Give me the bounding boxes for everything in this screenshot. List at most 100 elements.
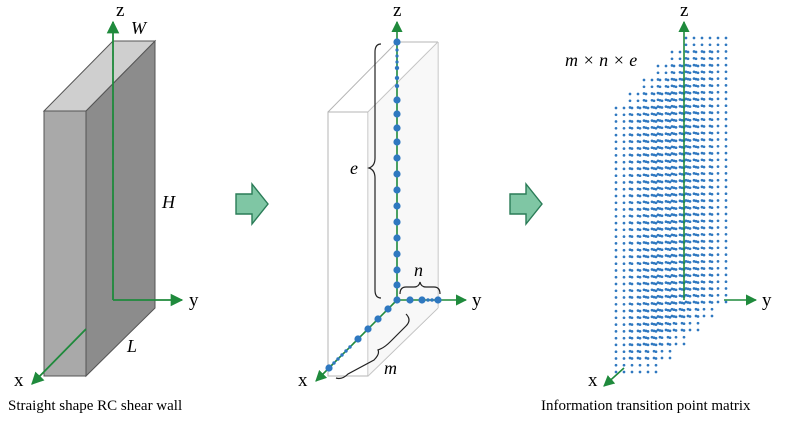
matrix-point: [674, 132, 678, 136]
matrix-point: [646, 194, 650, 198]
matrix-point: [716, 185, 720, 189]
matrix-point: [636, 167, 640, 170]
matrix-point: [708, 90, 712, 94]
y-axis-label: y: [472, 290, 482, 311]
matrix-point: [674, 78, 678, 82]
matrix-point: [724, 253, 728, 256]
matrix-point: [710, 158, 714, 162]
matrix-point: [658, 220, 662, 224]
matrix-point: [724, 239, 728, 243]
x-axis: [603, 367, 625, 387]
matrix-point: [660, 119, 664, 123]
matrix-point: [724, 84, 728, 87]
matrix-point: [702, 125, 706, 128]
matrix-point: [710, 246, 714, 250]
matrix-point: [668, 167, 672, 170]
matrix-point: [644, 322, 648, 326]
matrix-point: [652, 234, 656, 238]
wireframe-front: [327, 111, 369, 377]
matrix-point: [716, 50, 720, 53]
matrix-point: [668, 160, 672, 164]
matrix-point: [622, 275, 626, 279]
matrix-point: [666, 78, 670, 82]
matrix-point: [684, 178, 688, 182]
matrix-point: [646, 336, 650, 340]
matrix-point: [688, 288, 692, 291]
matrix-point: [692, 36, 696, 40]
matrix-point: [696, 78, 700, 81]
matrix-point: [614, 120, 618, 123]
matrix-point: [724, 56, 728, 60]
matrix-point: [622, 221, 626, 225]
matrix-point: [708, 84, 712, 87]
matrix-point: [674, 227, 678, 231]
matrix-point: [724, 212, 728, 216]
matrix-point: [710, 77, 714, 81]
matrix-point: [652, 99, 656, 103]
matrix-point: [668, 92, 672, 96]
matrix-point: [668, 282, 672, 285]
matrix-point: [670, 274, 674, 277]
matrix-point: [660, 133, 664, 136]
sample-point: [393, 96, 401, 104]
matrix-point: [686, 213, 690, 216]
matrix-point: [702, 104, 706, 108]
matrix-point: [622, 255, 626, 259]
matrix-point: [700, 199, 704, 202]
matrix-point: [688, 321, 692, 325]
matrix-point: [674, 200, 678, 204]
matrix-point: [644, 99, 648, 103]
sample-point: [395, 48, 399, 52]
matrix-point: [680, 139, 684, 142]
matrix-point: [658, 153, 662, 156]
wall-top-face: [42, 40, 157, 112]
matrix-point: [700, 260, 704, 263]
matrix-point: [652, 275, 656, 279]
matrix-point: [650, 302, 654, 305]
matrix-point: [724, 97, 728, 101]
x-axis-label: x: [298, 370, 308, 391]
matrix-point: [642, 302, 646, 305]
matrix-point: [638, 289, 642, 293]
matrix-point: [696, 159, 700, 163]
matrix-point: [654, 242, 658, 245]
matrix-point: [664, 159, 668, 163]
matrix-point: [674, 214, 678, 217]
matrix-point: [674, 268, 678, 271]
matrix-point: [652, 207, 656, 211]
matrix-point: [684, 266, 688, 270]
matrix-point: [702, 213, 706, 216]
matrix-point: [636, 322, 640, 326]
sample-point: [393, 110, 401, 118]
matrix-point: [628, 92, 632, 96]
matrix-point: [630, 282, 634, 286]
sample-point: [394, 75, 400, 81]
matrix-point: [646, 126, 650, 130]
matrix-point: [670, 104, 674, 108]
matrix-point: [702, 192, 706, 196]
matrix-point: [674, 98, 678, 102]
matrix-point: [660, 153, 664, 157]
matrix-point: [716, 246, 720, 250]
matrix-point: [622, 296, 626, 299]
matrix-point: [674, 92, 678, 95]
matrix-point: [644, 234, 648, 238]
matrix-point: [656, 315, 660, 318]
matrix-point: [692, 90, 696, 94]
matrix-point: [692, 260, 696, 263]
matrix-point: [702, 307, 706, 311]
matrix-point: [716, 131, 720, 135]
matrix-point: [710, 186, 714, 189]
matrix-point: [724, 165, 728, 168]
matrix-point: [680, 179, 684, 183]
matrix-point: [666, 193, 670, 197]
matrix-point: [702, 98, 706, 101]
matrix-point: [702, 57, 706, 61]
matrix-point: [708, 178, 712, 182]
sample-point: [394, 83, 400, 89]
matrix-point: [644, 167, 648, 170]
matrix-point: [688, 200, 692, 203]
matrix-point: [658, 329, 662, 332]
matrix-point: [668, 309, 672, 312]
matrix-point: [702, 314, 706, 318]
